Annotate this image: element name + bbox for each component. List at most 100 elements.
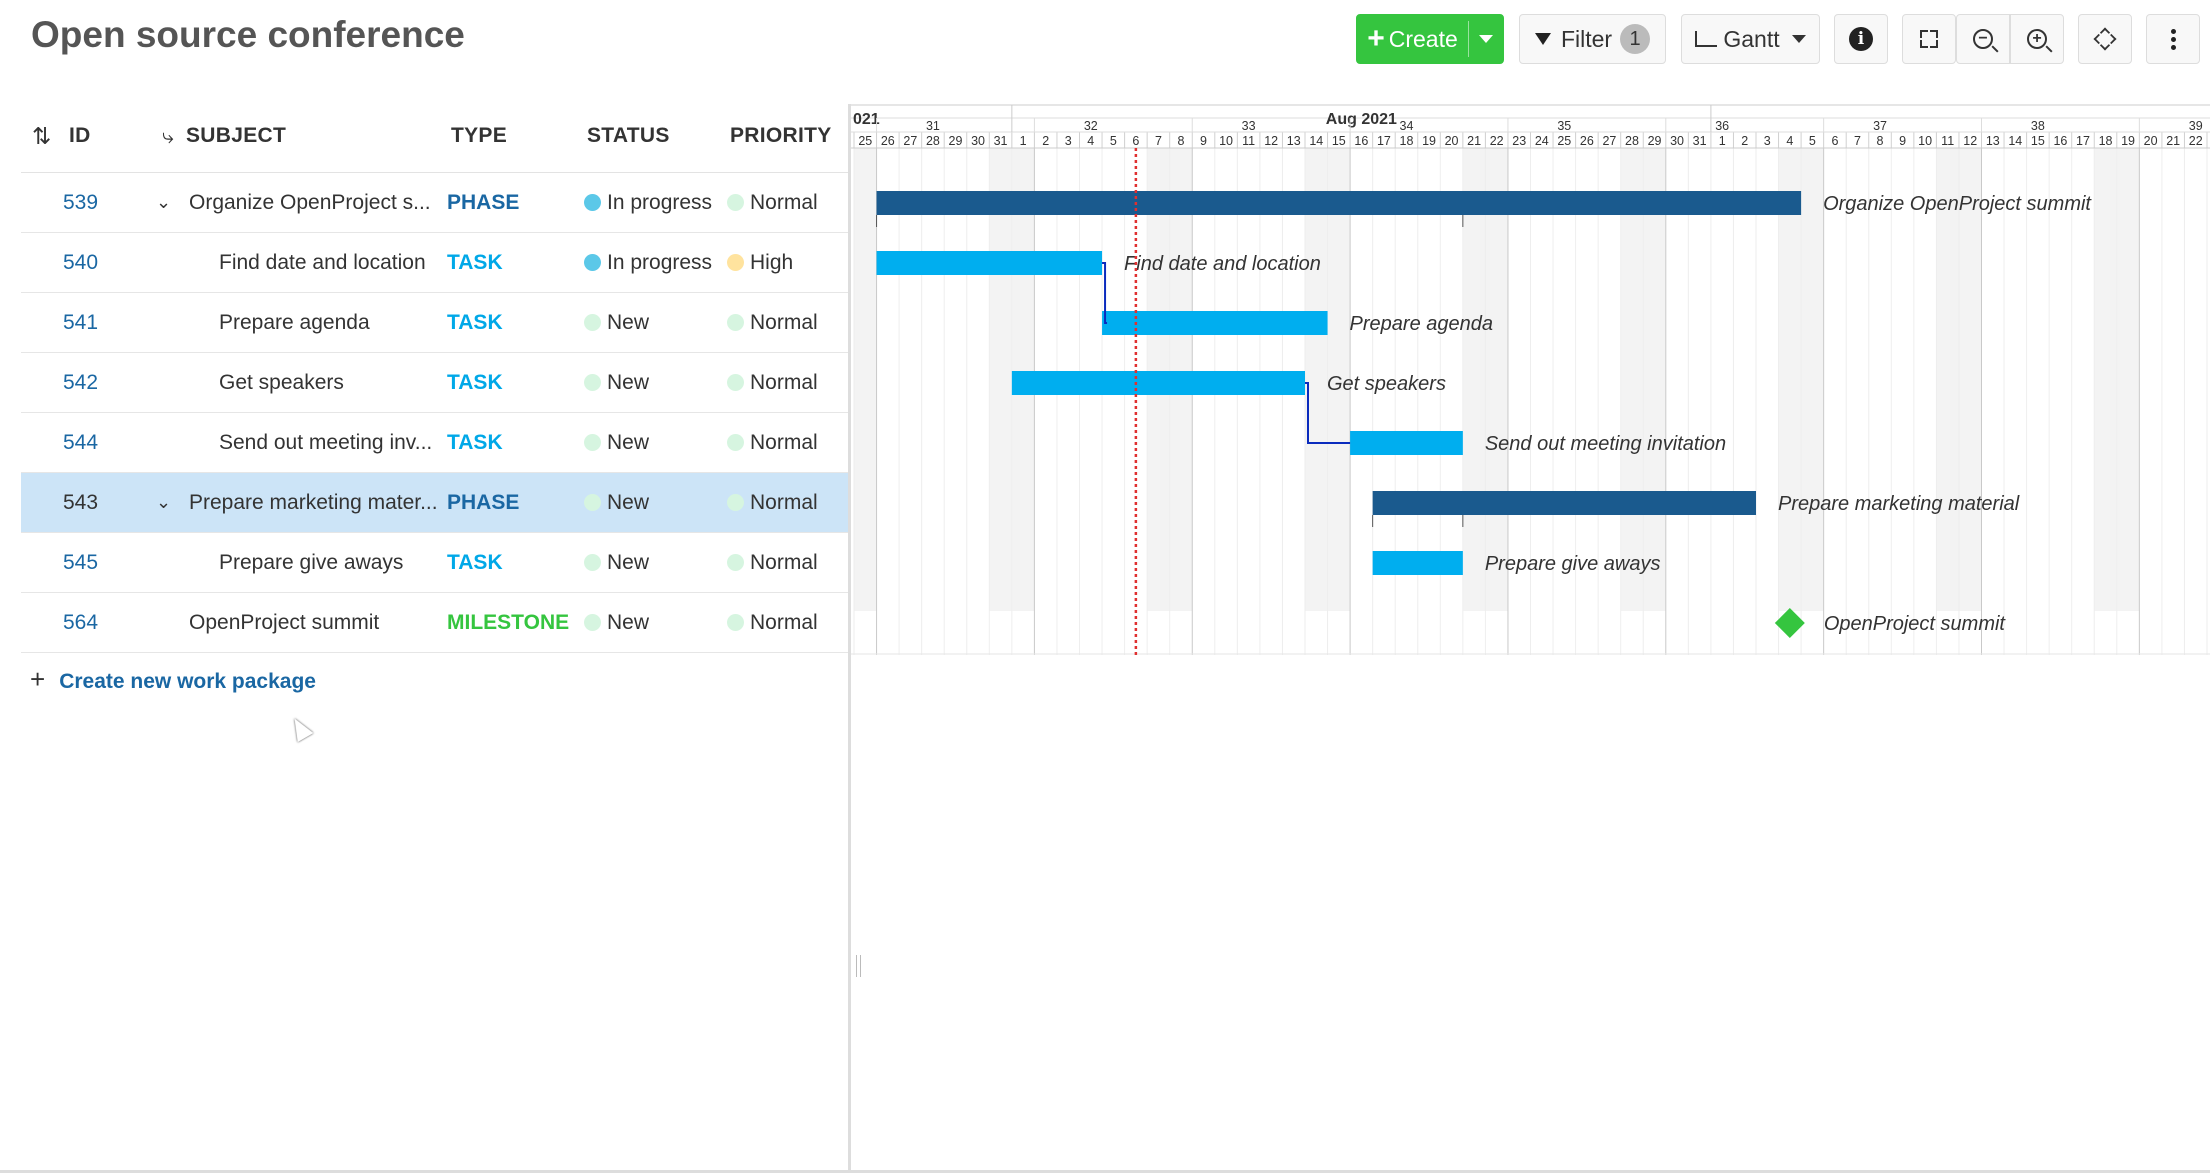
day-tick-label: 26 [1580,134,1594,148]
day-tick-label: 7 [1854,134,1861,148]
status-dot [584,614,601,631]
row-status[interactable]: New [584,473,649,532]
row-status[interactable]: In progress [584,173,712,232]
header-priority[interactable]: PRIORITY [730,124,832,147]
row-status[interactable]: New [584,413,649,472]
filter-button[interactable]: Filter 1 [1519,14,1666,64]
more-button[interactable] [2146,14,2200,64]
day-tick-label: 25 [858,134,872,148]
row-type[interactable]: TASK [447,551,503,574]
row-id[interactable]: 564 [63,611,99,634]
day-tick-label: 6 [1132,134,1139,148]
header-type[interactable]: TYPE [451,124,508,147]
row-id[interactable]: 545 [63,551,99,574]
row-id[interactable]: 542 [63,371,99,394]
table-row[interactable]: 540 Find date and location TASK In progr… [21,233,848,293]
row-type[interactable]: PHASE [447,491,520,514]
row-priority[interactable]: High [727,233,793,292]
row-subject[interactable]: Organize OpenProject s... [189,191,431,214]
row-id[interactable]: 540 [63,251,99,274]
row-priority[interactable]: Normal [727,173,818,232]
row-priority[interactable]: Normal [727,413,818,472]
bar-label: Get speakers [1327,373,1446,395]
create-button[interactable]: + Create [1356,14,1504,64]
zoom-auto-button[interactable] [1902,14,1956,64]
table-row[interactable]: 564 OpenProject summit MILESTONE New Nor… [21,593,848,653]
row-subject[interactable]: Find date and location [219,251,426,274]
pane-splitter[interactable] [848,104,851,1173]
view-mode-button[interactable]: Gantt [1681,14,1820,64]
row-status[interactable]: New [584,533,649,592]
row-subject[interactable]: Prepare agenda [219,311,370,334]
table-row[interactable]: 542 Get speakers TASK New Normal [21,353,848,413]
day-tick-label: 14 [2008,134,2022,148]
day-tick-label: 28 [1625,134,1639,148]
row-subject[interactable]: Prepare marketing mater... [189,491,438,514]
zoom-out-button[interactable]: − [1956,14,2010,64]
row-type[interactable]: TASK [447,311,503,334]
more-icon [2170,28,2176,50]
header-subject[interactable]: SUBJECT [186,124,287,147]
day-tick-label: 27 [1602,134,1616,148]
table-row[interactable]: 539 ⌄ Organize OpenProject s... PHASE In… [21,173,848,233]
details-button[interactable]: i [1834,14,1888,64]
table-row[interactable]: 541 Prepare agenda TASK New Normal [21,293,848,353]
row-type[interactable]: TASK [447,371,503,394]
task-bar [1011,371,1305,395]
collapse-chevron-icon[interactable]: ⌄ [156,492,172,512]
row-type[interactable]: TASK [447,431,503,454]
row-status[interactable]: New [584,353,649,412]
table-row[interactable]: 544 Send out meeting inv... TASK New Nor… [21,413,848,473]
bar-label: Send out meeting invitation [1485,433,1726,455]
row-priority[interactable]: Normal [727,533,818,592]
priority-dot [727,254,744,271]
row-status[interactable]: New [584,593,649,652]
milestone-diamond [1774,608,1805,638]
row-type[interactable]: PHASE [447,191,520,214]
row-id[interactable]: 541 [63,311,99,334]
sort-icon[interactable]: ⇅ [32,123,52,149]
collapse-chevron-icon[interactable]: ⌄ [156,192,172,212]
fullscreen-button[interactable] [2078,14,2132,64]
zoom-in-button[interactable]: + [2010,14,2064,64]
row-priority[interactable]: Normal [727,473,818,532]
row-type[interactable]: TASK [447,251,503,274]
header-status[interactable]: STATUS [587,124,670,147]
row-status[interactable]: In progress [584,233,712,292]
row-priority[interactable]: Normal [727,353,818,412]
row-subject[interactable]: Get speakers [219,371,344,394]
phase-bar [1372,491,1756,515]
row-status[interactable]: New [584,293,649,352]
row-id[interactable]: 543 [63,491,99,514]
weekend-band [1801,148,1824,611]
row-subject[interactable]: OpenProject summit [189,611,380,634]
day-tick-label: 12 [1963,134,1977,148]
status-dot [584,494,601,511]
day-tick-label: 16 [1354,134,1368,148]
day-tick-label: 5 [1110,134,1117,148]
row-id[interactable]: 544 [63,431,99,454]
row-priority[interactable]: Normal [727,593,818,652]
row-priority[interactable]: Normal [727,293,818,352]
row-subject[interactable]: Prepare give aways [219,551,404,574]
header-id[interactable]: ID [69,124,91,147]
day-tick-label: 19 [1422,134,1436,148]
splitter-handle-icon[interactable] [856,955,861,977]
relation-line [1102,262,1108,324]
hierarchy-icon[interactable]: ⤷ [162,125,174,148]
day-tick-label: 8 [1177,134,1184,148]
row-id[interactable]: 539 [63,191,99,214]
day-tick-label: 28 [926,134,940,148]
day-tick-label: 3 [1065,134,1072,148]
weekend-band [1643,148,1666,611]
row-subject[interactable]: Send out meeting inv... [219,431,433,454]
create-work-package-link[interactable]: +Create new work package [30,664,316,694]
table-row-selected[interactable]: 543 ⌄ Prepare marketing mater... PHASE N… [21,473,848,533]
filter-icon [1534,33,1551,45]
table-row[interactable]: 545 Prepare give aways TASK New Normal [21,533,848,593]
day-tick-label: 25 [1557,134,1571,148]
caret-down-icon [1791,35,1806,43]
row-type[interactable]: MILESTONE [447,611,570,634]
